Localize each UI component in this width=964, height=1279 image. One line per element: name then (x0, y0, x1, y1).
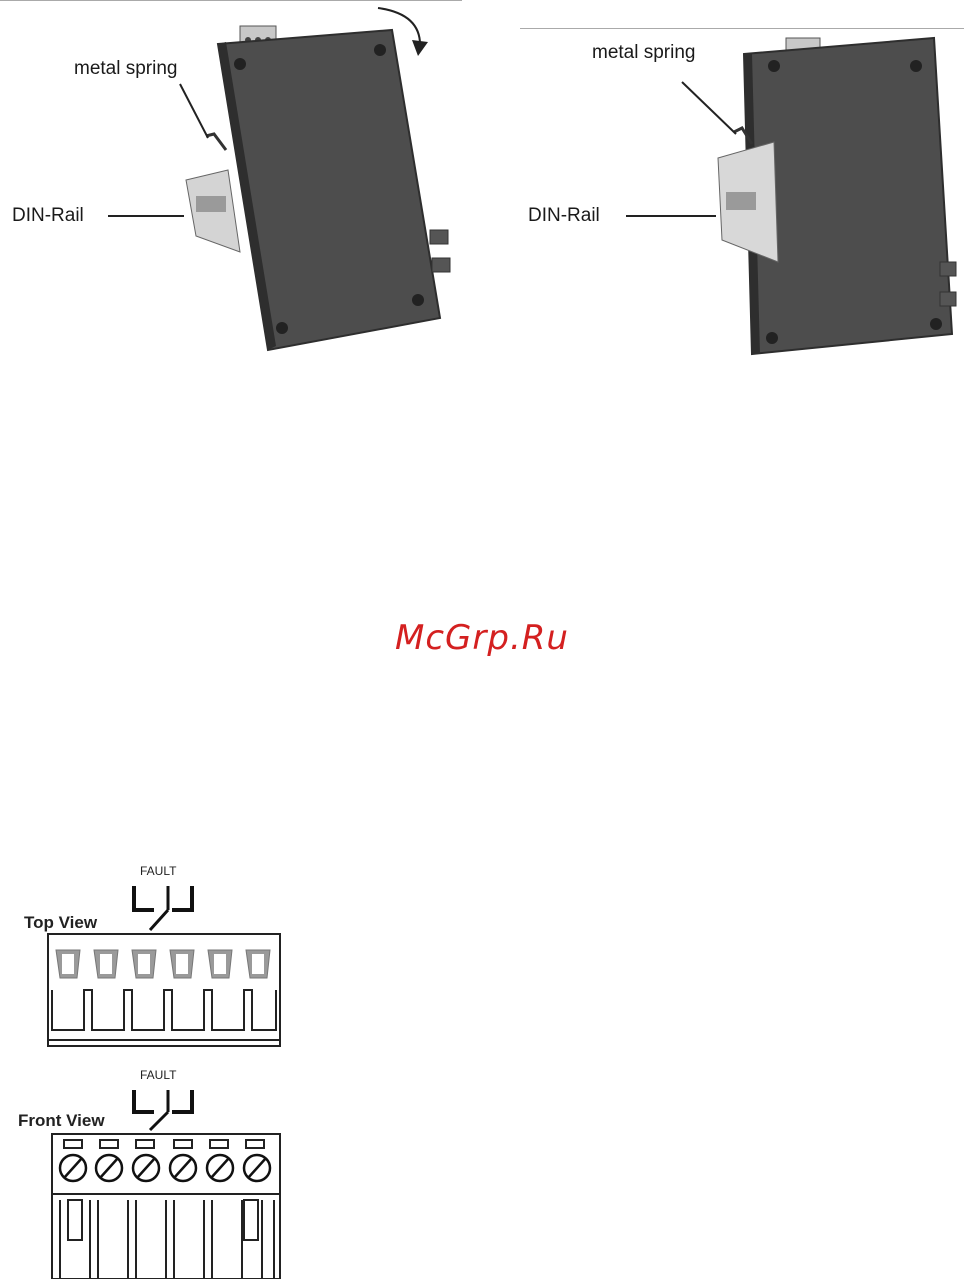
front-view-diagram (0, 0, 964, 1279)
